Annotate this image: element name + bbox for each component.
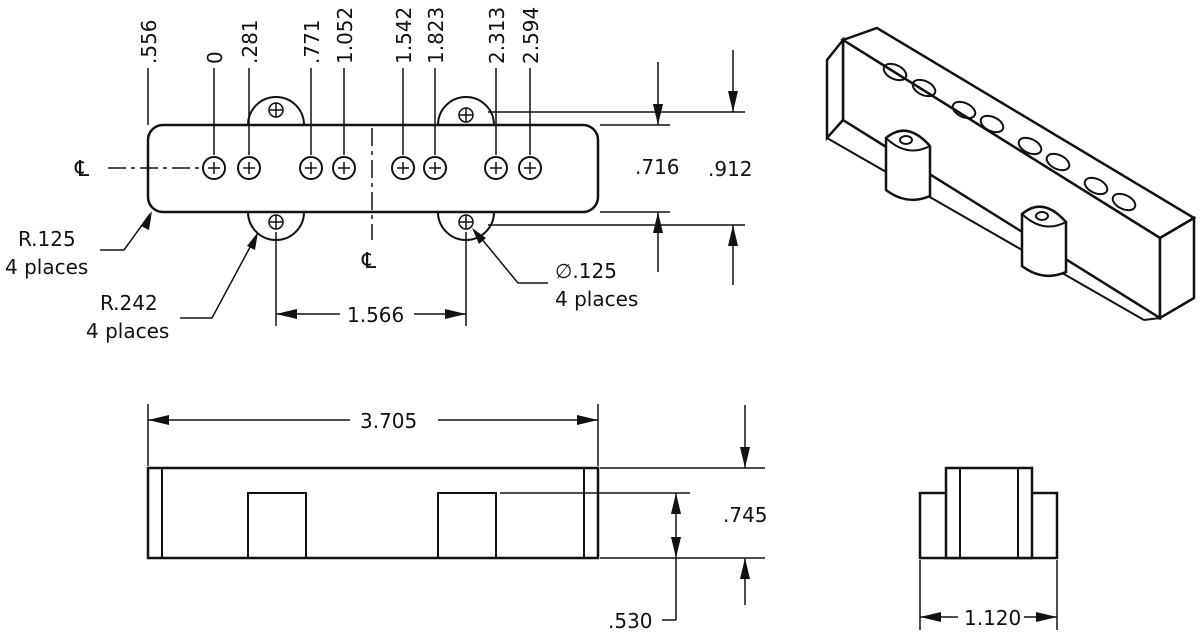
front-view: 3.705 .745 .530 — [146, 404, 768, 633]
dim-1566-label: 1.566 — [347, 303, 404, 327]
centerline-symbol-left: ℄ — [74, 157, 90, 182]
dim-3705-lines — [147, 404, 599, 466]
dim-745-label: .745 — [723, 503, 768, 527]
iso-ear-right — [1020, 205, 1068, 278]
corner-radius-label: R.125 — [18, 227, 76, 251]
pole-hole-1 — [202, 156, 226, 180]
ear-radius-leader — [180, 232, 258, 319]
dim-1120-label: 1.120 — [964, 606, 1021, 630]
front-ear-left — [247, 492, 307, 559]
ordinate-label-1: .556 — [137, 19, 161, 64]
dim-1120-lines — [919, 560, 1058, 630]
ear-hole-top-left — [268, 102, 284, 118]
dim-530-label: .530 — [608, 609, 653, 633]
dim-912-label: .912 — [708, 157, 753, 181]
pole-hole-8 — [518, 156, 542, 180]
corner-radius-leader — [100, 211, 152, 251]
ordinate-label-5: 1.052 — [333, 7, 357, 64]
dim-716-lines — [600, 62, 670, 272]
side-view: 1.120 — [918, 466, 1059, 630]
ear-hole-bottom-right — [458, 214, 474, 230]
iso-ear-left — [884, 129, 932, 202]
pole-hole-3 — [299, 156, 323, 180]
top-view: .556 0 .281 .771 1.052 1.542 1.823 2.313… — [5, 7, 753, 343]
ear-top-left — [247, 96, 305, 126]
ordinate-extension-lines — [147, 68, 531, 155]
front-ear-right — [437, 492, 497, 559]
ordinate-label-9: 2.594 — [519, 7, 543, 64]
ear-hole-bottom-left — [268, 214, 284, 230]
pole-hole-6 — [423, 156, 447, 180]
isometric-view — [825, 26, 1197, 321]
iso-left-face — [825, 36, 845, 142]
pole-hole-4 — [332, 156, 356, 180]
ordinate-label-2: 0 — [203, 51, 227, 64]
hole-diameter-label: ∅.125 — [555, 259, 617, 283]
pole-hole-2 — [237, 156, 261, 180]
dim-745-lines — [600, 405, 765, 605]
iso-right-face — [1158, 215, 1196, 321]
front-body-outline — [146, 466, 600, 560]
pole-hole-7 — [484, 156, 508, 180]
corner-radius-qty: 4 places — [5, 255, 88, 279]
ordinate-label-4: .771 — [300, 19, 324, 64]
ear-top-right — [437, 96, 495, 126]
ordinate-label-7: 1.823 — [424, 7, 448, 64]
hole-diameter-qty: 4 places — [555, 287, 638, 311]
iso-pole-holes — [882, 62, 1137, 212]
ear-radius-qty: 4 places — [86, 319, 169, 343]
dim-1566-lines — [275, 232, 467, 326]
hole-diameter-leader — [472, 228, 548, 284]
dim-530-lines — [500, 492, 690, 621]
ordinate-label-3: .281 — [238, 19, 262, 64]
centerline-symbol-bottom: ℄ — [361, 249, 377, 274]
ordinate-label-8: 2.313 — [485, 7, 509, 64]
side-body-outline — [944, 466, 1034, 560]
dim-912-lines — [488, 50, 745, 285]
ordinate-label-6: 1.542 — [392, 7, 416, 64]
ear-hole-top-right — [458, 107, 474, 123]
ear-radius-label: R.242 — [100, 291, 158, 315]
pole-hole-5 — [391, 156, 415, 180]
dim-716-label: .716 — [635, 155, 680, 179]
dim-3705-label: 3.705 — [360, 409, 417, 433]
